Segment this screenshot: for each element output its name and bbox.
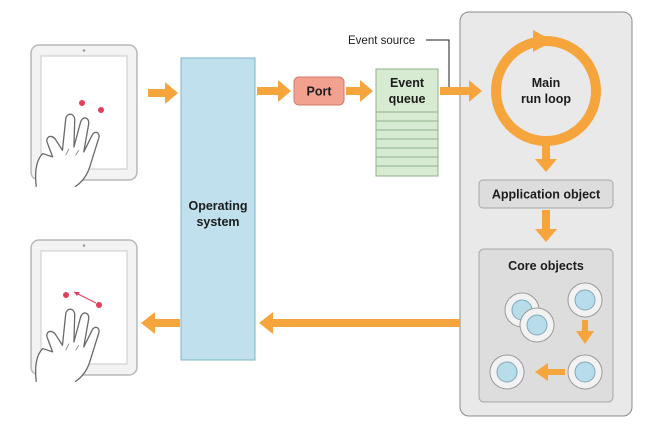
core-object-icon xyxy=(567,282,603,318)
arrow-port-to-queue xyxy=(346,80,373,102)
port-label: Port xyxy=(307,85,333,99)
arrow-tablet-to-os xyxy=(148,82,178,104)
arrow-queue-to-run-loop xyxy=(440,80,482,102)
touch-point-icon xyxy=(79,100,85,106)
arrow-app-to-os xyxy=(259,312,460,334)
hand-touch-top-icon xyxy=(34,100,104,188)
core-objects-label: Core objects xyxy=(508,259,584,273)
touch-point-icon xyxy=(98,107,104,113)
event-source-leader-line xyxy=(426,39,450,92)
hand-touch-bottom-icon xyxy=(34,291,102,383)
run-loop-arrowhead-icon xyxy=(533,30,553,52)
operating-system-label: system xyxy=(196,215,239,229)
port-box xyxy=(293,76,345,106)
application-object-label: Application object xyxy=(492,188,601,202)
event-source-label: Event source xyxy=(348,35,415,47)
operating-system-label: Operating xyxy=(188,199,247,213)
arrow-run-loop-to-app-object xyxy=(535,142,557,172)
touch-point-icon xyxy=(63,292,69,298)
main-run-loop-label: run loop xyxy=(521,92,571,106)
arrow-core-internal-left xyxy=(535,363,565,381)
arrow-core-internal-down xyxy=(576,320,594,344)
application-object-box xyxy=(478,179,614,209)
event-queue-label: queue xyxy=(389,92,426,106)
core-object-icon xyxy=(489,354,525,390)
touch-point-icon xyxy=(96,302,102,308)
operating-system-box xyxy=(180,57,256,361)
arrow-app-object-to-core xyxy=(535,210,557,242)
arrow-os-to-tablet xyxy=(141,312,180,334)
event-queue-label: Event xyxy=(390,76,425,90)
event-queue xyxy=(375,68,439,177)
core-object-icon xyxy=(567,354,603,390)
core-object-icon xyxy=(519,307,555,343)
arrow-os-to-port xyxy=(257,80,291,102)
main-run-loop-label: Main xyxy=(532,76,560,90)
